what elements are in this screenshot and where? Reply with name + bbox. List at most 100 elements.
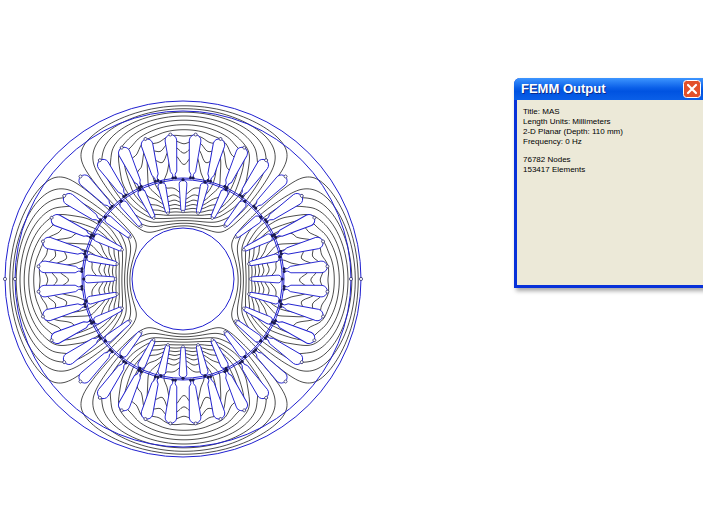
slot-end-point bbox=[264, 158, 268, 162]
rotor-slot bbox=[247, 253, 283, 268]
slot-end-point bbox=[120, 248, 123, 251]
slot-end-point bbox=[312, 216, 316, 220]
geometry-node bbox=[279, 305, 283, 309]
geometry-node bbox=[124, 193, 128, 197]
rotor-slot-outline bbox=[242, 305, 273, 325]
flux-line bbox=[51, 147, 317, 413]
geometry-node bbox=[122, 359, 126, 363]
slot-end-point bbox=[78, 174, 82, 178]
stator-slot-outline bbox=[42, 236, 87, 259]
stator-slot bbox=[186, 378, 202, 425]
rotor-slot-outline bbox=[92, 305, 123, 325]
geometry-node bbox=[174, 176, 177, 179]
slot-end-point bbox=[196, 343, 199, 346]
flux-line bbox=[24, 120, 344, 440]
slot-end-point bbox=[219, 417, 223, 421]
geometry-node bbox=[254, 206, 258, 210]
flux-line bbox=[34, 130, 335, 431]
geometry-node bbox=[203, 180, 207, 184]
flux-line bbox=[45, 141, 323, 419]
boundary-circle bbox=[5, 101, 361, 457]
slot-end-point bbox=[114, 278, 117, 281]
rotor-slot bbox=[221, 198, 249, 230]
geometry-node bbox=[159, 180, 163, 184]
geometry-node bbox=[274, 235, 278, 239]
stator-slot bbox=[164, 133, 180, 180]
close-button-face bbox=[684, 81, 701, 98]
geometry-node bbox=[223, 370, 227, 374]
stator-slot-outline bbox=[204, 375, 227, 420]
rotor-slot-outline bbox=[137, 338, 157, 369]
slot-end-point bbox=[166, 212, 169, 215]
geometry-node bbox=[154, 375, 158, 379]
stator-slot-outline bbox=[283, 282, 328, 297]
rotor-slot bbox=[84, 290, 120, 305]
geometry-node bbox=[192, 176, 195, 179]
flux-line bbox=[20, 116, 348, 444]
slot-end-point bbox=[128, 319, 132, 323]
slot-end-point bbox=[182, 345, 185, 348]
slot-end-point bbox=[144, 417, 148, 421]
slot-end-point bbox=[194, 133, 197, 136]
stator-slot-outline bbox=[49, 316, 94, 345]
geometry-node bbox=[91, 234, 95, 238]
slot-end-point bbox=[242, 408, 246, 412]
rotor-slot-outline bbox=[157, 182, 171, 214]
window-body: Title: MASLength Units: Millimeters2-D P… bbox=[517, 100, 703, 181]
slot-end-point bbox=[247, 292, 250, 295]
rotor-slot bbox=[90, 304, 125, 326]
slot-end-point bbox=[37, 265, 40, 268]
geometry-node bbox=[280, 252, 284, 256]
slot-end-point bbox=[223, 330, 227, 334]
slot-end-point bbox=[50, 338, 54, 342]
slot-end-point bbox=[312, 338, 316, 342]
geometry-node bbox=[84, 255, 88, 259]
geometry-node bbox=[88, 319, 92, 323]
slot-end-point bbox=[50, 216, 54, 220]
stator-slot-outline bbox=[283, 261, 328, 276]
geometry-node bbox=[206, 376, 210, 380]
slot-end-point bbox=[219, 137, 223, 141]
slot-end-point bbox=[62, 194, 66, 198]
slot-end-point bbox=[326, 290, 329, 293]
geometry-node bbox=[97, 334, 101, 338]
geometry-node bbox=[258, 339, 262, 343]
stator-slot bbox=[278, 299, 326, 322]
rotor-slot-outline bbox=[118, 330, 143, 359]
geometry-node bbox=[82, 277, 85, 280]
stator-slot bbox=[139, 374, 162, 422]
geometry-node bbox=[119, 354, 123, 358]
rotor-slot bbox=[247, 290, 283, 305]
slot-end-point bbox=[41, 240, 45, 244]
rotor-slot-outline bbox=[194, 182, 208, 214]
boundary-point bbox=[349, 277, 352, 280]
slot-end-point bbox=[234, 319, 238, 323]
rotor-slot bbox=[179, 345, 187, 380]
rotor-slot-outline bbox=[222, 199, 247, 228]
output-line: Length Units: Millimeters bbox=[523, 117, 703, 127]
slot-end-point bbox=[247, 262, 250, 265]
rotor-slot-outline bbox=[251, 275, 282, 283]
stator-slot bbox=[139, 136, 162, 184]
geometry-node bbox=[84, 299, 88, 303]
slot-end-point bbox=[326, 265, 329, 268]
flux-line bbox=[13, 109, 356, 452]
slot-end-point bbox=[264, 396, 268, 400]
flux-line bbox=[29, 125, 340, 436]
stator-slot-outline bbox=[279, 300, 324, 323]
stator-slot-outline bbox=[38, 261, 83, 276]
rotor-slot bbox=[232, 317, 264, 345]
slot-end-point bbox=[194, 422, 197, 425]
rotor-slot-outline bbox=[248, 253, 280, 267]
slot-end-point bbox=[234, 235, 238, 239]
stator-slot bbox=[278, 235, 326, 258]
stator-slot bbox=[116, 144, 146, 191]
geometry-node bbox=[171, 378, 174, 381]
flux-line bbox=[10, 106, 358, 454]
geometry-node bbox=[99, 218, 103, 222]
slot-end-point bbox=[78, 379, 82, 383]
slot-end-point bbox=[169, 133, 172, 136]
rotor-slot-outline bbox=[84, 275, 115, 283]
stator-slot-outline bbox=[165, 379, 180, 424]
rotor-slot bbox=[102, 317, 134, 345]
